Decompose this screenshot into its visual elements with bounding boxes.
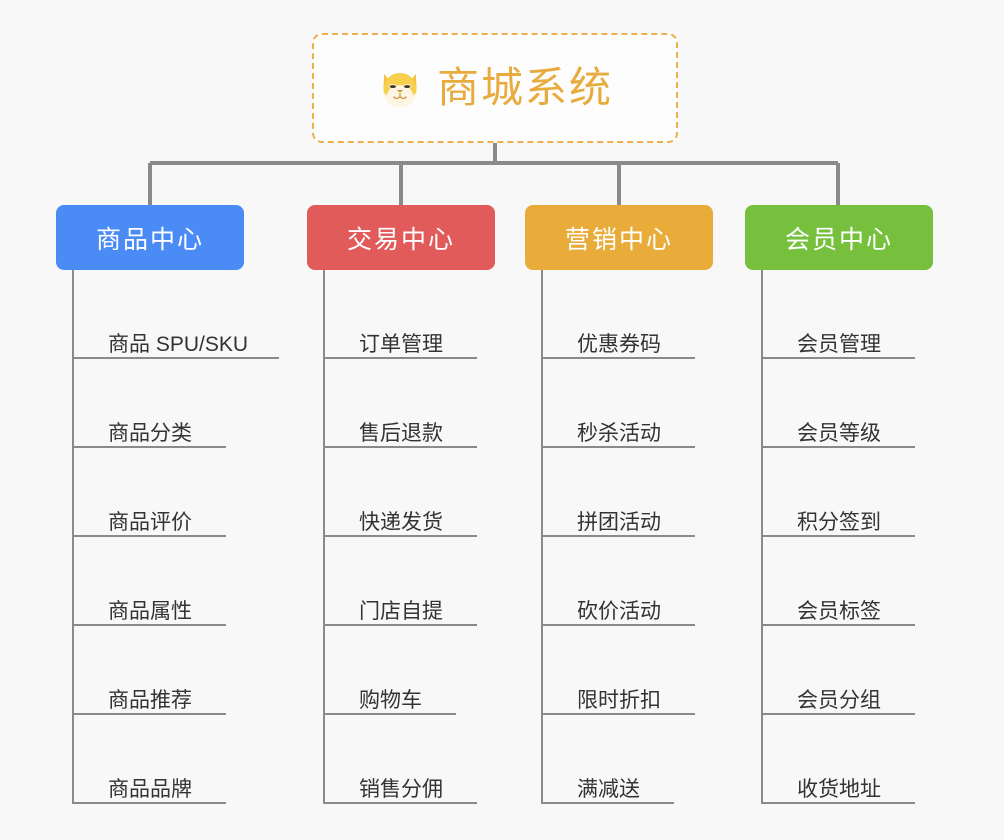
category-item[interactable]: 积分签到 [763, 448, 933, 537]
item-underline [543, 713, 695, 715]
item-underline [325, 624, 477, 626]
category-item-label: 秒杀活动 [577, 421, 661, 445]
category-item[interactable]: 商品 SPU/SKU [74, 270, 279, 359]
item-underline [325, 802, 477, 804]
category-header-0[interactable]: 商品中心 [56, 205, 244, 270]
category-column-商品中心: 商品中心 商品 SPU/SKU 商品分类 商品评价 商品属性 [56, 205, 279, 804]
category-item-label: 商品分类 [108, 421, 192, 445]
item-underline [325, 357, 477, 359]
category-item-label: 砍价活动 [577, 599, 661, 623]
category-item-label: 会员等级 [797, 421, 881, 445]
category-item-label: 商品品牌 [108, 777, 192, 801]
item-underline [74, 624, 226, 626]
category-item[interactable]: 会员分组 [763, 626, 933, 715]
category-item-list-3: 会员管理 会员等级 积分签到 会员标签 会员分组 [761, 270, 933, 804]
category-item[interactable]: 收货地址 [763, 715, 933, 804]
shiba-dog-face-icon [377, 65, 423, 111]
category-item-label: 收货地址 [797, 777, 881, 801]
category-item-label: 限时折扣 [577, 688, 661, 712]
item-underline [325, 446, 477, 448]
category-header-label-0: 商品中心 [95, 225, 204, 254]
category-item[interactable]: 商品品牌 [74, 715, 244, 804]
category-header-1[interactable]: 交易中心 [307, 205, 495, 270]
item-underline [543, 802, 674, 804]
category-item-list-2: 优惠券码 秒杀活动 拼团活动 砍价活动 限时折扣 [541, 270, 713, 804]
item-underline [74, 357, 279, 359]
item-underline [763, 535, 915, 537]
category-item-label: 商品属性 [108, 599, 192, 623]
category-column-交易中心: 交易中心 订单管理 售后退款 快递发货 门店自提 [307, 205, 495, 804]
category-item[interactable]: 会员标签 [763, 537, 933, 626]
category-header-label-1: 交易中心 [346, 225, 455, 254]
category-column-会员中心: 会员中心 会员管理 会员等级 积分签到 会员标签 [745, 205, 933, 804]
category-item-label: 优惠券码 [577, 332, 661, 356]
item-underline [74, 802, 226, 804]
item-underline [763, 357, 915, 359]
category-item-label: 购物车 [359, 688, 422, 712]
category-header-2[interactable]: 营销中心 [525, 205, 713, 270]
item-underline [763, 713, 915, 715]
category-item[interactable]: 商品属性 [74, 537, 244, 626]
category-item[interactable]: 秒杀活动 [543, 359, 713, 448]
category-header-label-3: 会员中心 [784, 225, 893, 254]
category-item-label: 满减送 [577, 777, 640, 801]
category-item[interactable]: 快递发货 [325, 448, 495, 537]
item-underline [763, 446, 915, 448]
category-item[interactable]: 商品推荐 [74, 626, 244, 715]
category-item[interactable]: 优惠券码 [543, 270, 713, 359]
category-item-label: 快递发货 [359, 510, 443, 534]
category-item-label: 会员标签 [797, 599, 881, 623]
category-item[interactable]: 购物车 [325, 626, 495, 715]
category-item-label: 会员分组 [797, 688, 881, 712]
item-underline [325, 713, 456, 715]
category-item[interactable]: 会员等级 [763, 359, 933, 448]
category-item[interactable]: 满减送 [543, 715, 713, 804]
category-item[interactable]: 会员管理 [763, 270, 933, 359]
category-item[interactable]: 售后退款 [325, 359, 495, 448]
category-item-label: 售后退款 [359, 421, 443, 445]
category-item[interactable]: 商品评价 [74, 448, 244, 537]
item-underline [763, 624, 915, 626]
category-item-label: 积分签到 [797, 510, 881, 534]
category-item[interactable]: 砍价活动 [543, 537, 713, 626]
category-item[interactable]: 商品分类 [74, 359, 244, 448]
category-item-list-0: 商品 SPU/SKU 商品分类 商品评价 商品属性 商品推荐 [72, 270, 279, 804]
item-underline [74, 713, 226, 715]
category-item-label: 商品评价 [108, 510, 192, 534]
item-underline [543, 624, 695, 626]
item-underline [543, 535, 695, 537]
category-header-label-2: 营销中心 [564, 225, 673, 254]
category-item[interactable]: 限时折扣 [543, 626, 713, 715]
category-item-label: 订单管理 [359, 332, 443, 356]
category-column-营销中心: 营销中心 优惠券码 秒杀活动 拼团活动 砍价活动 [525, 205, 713, 804]
category-item[interactable]: 拼团活动 [543, 448, 713, 537]
root-node[interactable]: 商城系统 [312, 33, 678, 143]
category-item-label: 商品 SPU/SKU [108, 332, 249, 356]
category-item[interactable]: 销售分佣 [325, 715, 495, 804]
category-item[interactable]: 订单管理 [325, 270, 495, 359]
item-underline [325, 535, 477, 537]
item-underline [543, 357, 695, 359]
category-item-label: 门店自提 [359, 599, 443, 623]
category-item-label: 会员管理 [797, 332, 881, 356]
category-item-label: 商品推荐 [108, 688, 192, 712]
category-item[interactable]: 门店自提 [325, 537, 495, 626]
category-item-list-1: 订单管理 售后退款 快递发货 门店自提 购物车 [323, 270, 495, 804]
root-title: 商城系统 [436, 64, 613, 111]
item-underline [763, 802, 915, 804]
category-item-label: 拼团活动 [577, 510, 661, 534]
item-underline [74, 446, 226, 448]
category-header-3[interactable]: 会员中心 [745, 205, 933, 270]
item-underline [543, 446, 695, 448]
category-item-label: 销售分佣 [359, 777, 443, 801]
item-underline [74, 535, 226, 537]
